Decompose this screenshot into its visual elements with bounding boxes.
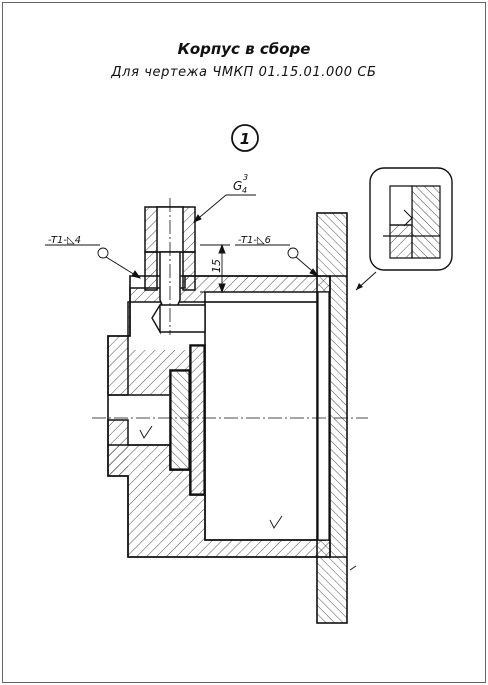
view-number: 1 xyxy=(240,130,250,148)
weld-symbol-right xyxy=(235,244,320,277)
view-number-circle xyxy=(231,124,259,152)
drawing-title: Корпус в сборе xyxy=(177,40,311,58)
weld-label-left: -T1-◺4 xyxy=(48,235,81,246)
dimension-label: 15 xyxy=(210,259,223,273)
centre-lines xyxy=(92,198,368,419)
thread-label-sup: 3 xyxy=(243,173,248,182)
drawing-subtitle: Для чертежа ЧМКП 01.15.01.000 СБ xyxy=(111,65,377,80)
detail-callout xyxy=(355,167,453,291)
weld-label-right: -T1-◺6 xyxy=(238,235,271,246)
roughness-marks xyxy=(139,425,357,571)
weld-symbol-left xyxy=(45,244,142,279)
thread-label-sub: 4 xyxy=(242,186,247,195)
dimension-15 xyxy=(200,243,230,294)
thread-leader xyxy=(192,194,256,223)
thread-label: G xyxy=(233,179,242,193)
